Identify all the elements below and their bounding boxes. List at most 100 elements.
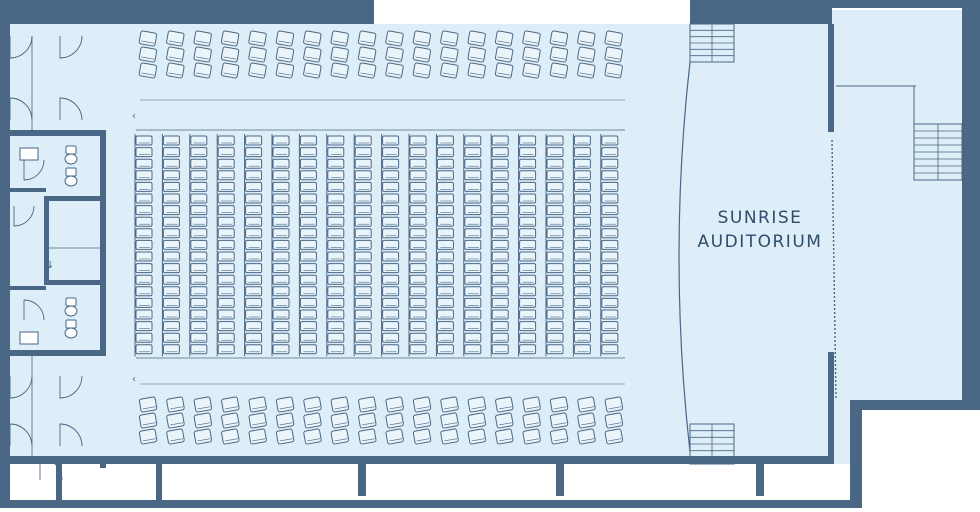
seat-back: [168, 72, 182, 76]
seat: [573, 274, 591, 285]
seat: [604, 396, 624, 413]
seat: [272, 263, 290, 274]
seat: [217, 263, 235, 274]
seat: [135, 344, 153, 355]
seat: [491, 251, 509, 262]
seat: [190, 205, 208, 216]
seat: [546, 309, 564, 320]
seat-back: [252, 422, 266, 426]
angled-seat-group: [604, 30, 623, 47]
seat-back: [497, 72, 511, 76]
seat: [221, 412, 240, 429]
seat: [272, 321, 290, 332]
seat: [330, 428, 350, 445]
seat: [190, 135, 208, 146]
seat: [491, 344, 509, 355]
seat: [522, 62, 541, 79]
seat: [299, 216, 317, 227]
seat: [519, 344, 537, 355]
seat: [440, 428, 459, 445]
seat: [272, 309, 290, 320]
seat: [382, 147, 400, 158]
angled-seat-group: [275, 428, 295, 445]
seat-back: [305, 40, 319, 44]
seat: [299, 274, 317, 285]
angled-seat-group: [385, 396, 404, 413]
seat-back: [141, 56, 155, 60]
toilet-bowl: [64, 305, 78, 317]
seat: [138, 62, 158, 79]
seat: [601, 239, 619, 250]
angled-seat-group: [358, 396, 377, 413]
seat-back: [608, 422, 622, 426]
seat: [467, 62, 486, 79]
seat-back: [389, 406, 403, 410]
seat-back: [333, 56, 347, 60]
angled-seat-group: [330, 396, 350, 413]
seat: [354, 135, 372, 146]
backstage-floor: [832, 10, 962, 400]
seat: [135, 251, 153, 262]
toilet-icon: [64, 319, 78, 339]
angled-seat-group: [357, 30, 377, 47]
seat: [546, 193, 564, 204]
seat: [491, 181, 509, 192]
seat: [138, 412, 158, 429]
angled-seat-group: [412, 412, 432, 429]
seat: [464, 193, 482, 204]
seat: [327, 321, 345, 332]
seat-back: [415, 40, 429, 44]
seat: [546, 239, 564, 250]
seat: [299, 170, 317, 181]
toilet-icon: [64, 167, 78, 187]
wall: [820, 0, 980, 8]
angled-seat-group: [494, 62, 514, 79]
seat: [546, 170, 564, 181]
seat: [135, 321, 153, 332]
seat: [245, 216, 263, 227]
angled-seat-group: [440, 396, 459, 413]
angled-seat-group: [549, 412, 569, 429]
seat: [382, 158, 400, 169]
wall: [0, 500, 862, 508]
wall: [850, 400, 980, 410]
angled-seat-group: [220, 30, 240, 47]
seat: [409, 286, 427, 297]
seat: [217, 251, 235, 262]
seat: [303, 62, 322, 79]
seat: [464, 147, 482, 158]
seat-back: [524, 40, 538, 44]
seat: [299, 135, 317, 146]
angled-seat-group: [303, 30, 322, 47]
seat: [409, 216, 427, 227]
angled-seat-group: [303, 46, 322, 63]
angled-seat-group: [248, 30, 267, 47]
seat: [382, 216, 400, 227]
angled-seat-group: [604, 62, 623, 79]
seat: [577, 62, 596, 79]
seat: [494, 30, 514, 47]
seat-back: [524, 56, 538, 60]
angled-seat-group: [467, 412, 487, 429]
seat: [467, 428, 487, 445]
seat-back: [581, 406, 595, 410]
seat: [519, 239, 537, 250]
stair-icon: [913, 123, 963, 181]
seat-back: [250, 56, 264, 60]
seat: [303, 428, 322, 445]
seat: [166, 62, 185, 79]
seat-back: [224, 438, 238, 442]
wall: [756, 464, 764, 496]
wall: [0, 0, 374, 10]
seat: [299, 297, 317, 308]
seat: [412, 46, 432, 63]
seat: [436, 274, 454, 285]
seat: [519, 309, 537, 320]
seat-back: [526, 422, 540, 426]
toilet-bowl: [64, 327, 78, 339]
seat: [409, 344, 427, 355]
seat: [327, 332, 345, 343]
seat: [519, 274, 537, 285]
seat: [601, 321, 619, 332]
seat: [467, 412, 487, 429]
